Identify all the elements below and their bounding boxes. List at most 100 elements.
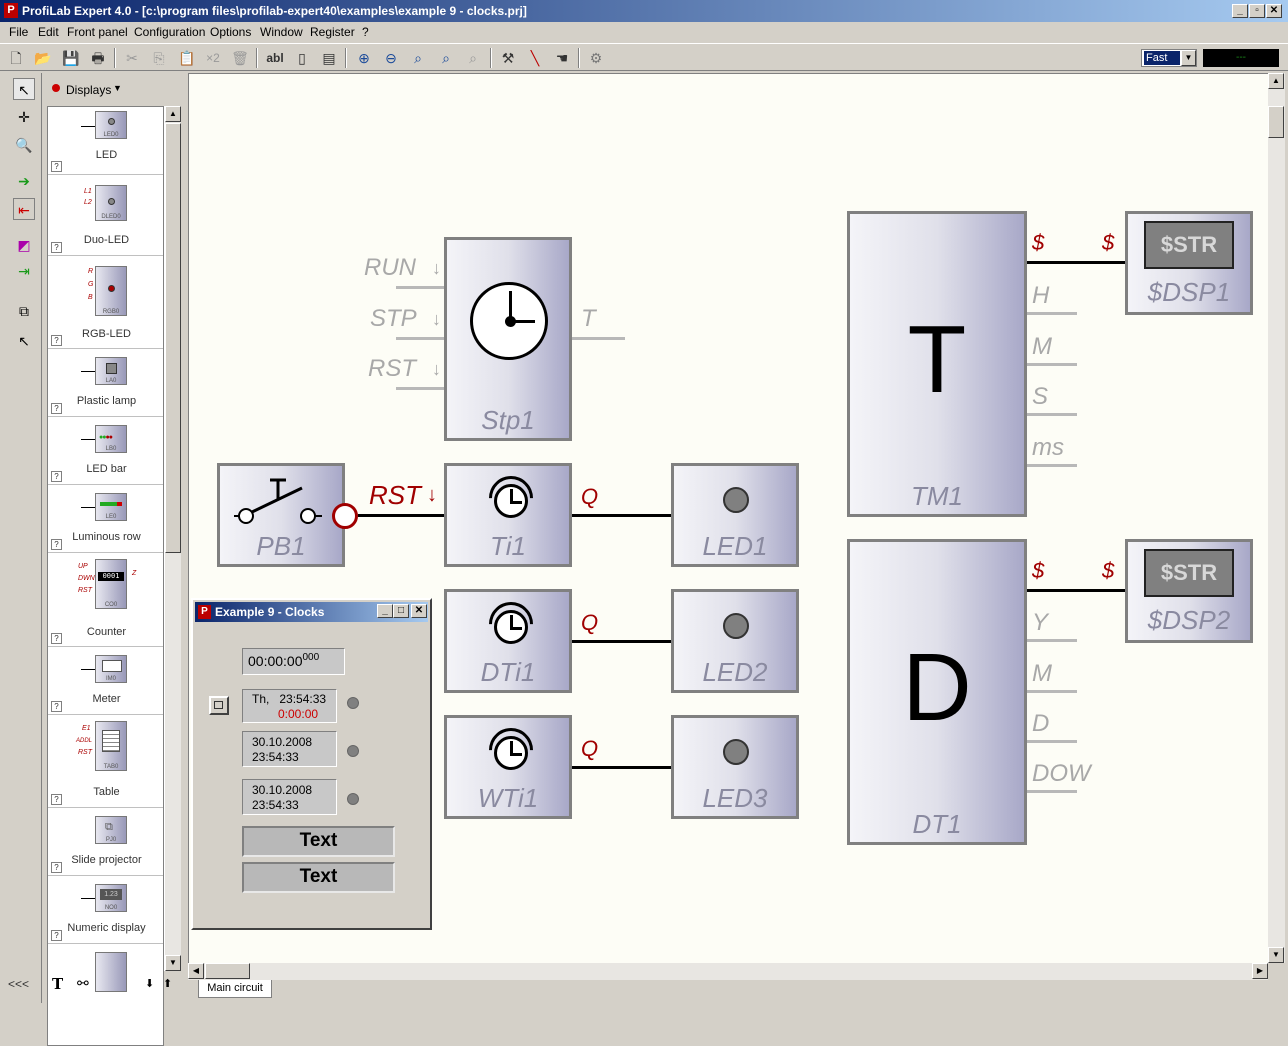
- menu-options[interactable]: Options: [210, 25, 252, 39]
- canvas-vertical-scrollbar[interactable]: ▲ ▼: [1268, 73, 1285, 963]
- zoom-fit-icon[interactable]: ⌕: [442, 50, 450, 66]
- pushbutton-pb1[interactable]: [209, 696, 229, 715]
- help-icon[interactable]: ?: [51, 161, 62, 172]
- paste-icon[interactable]: 📋: [178, 50, 196, 66]
- block-led3[interactable]: LED3: [671, 715, 799, 819]
- zoom-icon[interactable]: ⌕: [414, 50, 422, 66]
- front-panel-window[interactable]: P Example 9 - Clocks _ □ ✕ 00:00:00000 T…: [191, 598, 432, 930]
- palette-item-led-bar[interactable]: ●●●● LB0 LED bar ?: [48, 417, 163, 485]
- block-dti1[interactable]: DTi1: [444, 589, 572, 693]
- block-led2[interactable]: LED2: [671, 589, 799, 693]
- help-icon[interactable]: ?: [51, 539, 62, 550]
- tab-main-circuit[interactable]: Main circuit: [198, 980, 272, 998]
- scroll-left-icon[interactable]: ◀: [188, 963, 204, 979]
- arrow-down-icon[interactable]: ⬇: [145, 978, 155, 990]
- copy-icon[interactable]: ⎘: [153, 50, 165, 66]
- open-folder-icon[interactable]: 📂: [34, 50, 52, 66]
- block-dsp2[interactable]: $STR $DSP2: [1125, 539, 1253, 643]
- palette-item-numeric-display[interactable]: 1.23 NO0 Numeric display ?: [48, 876, 163, 944]
- text-tool-icon[interactable]: T: [52, 975, 64, 993]
- window-tool-icon[interactable]: ⧉: [19, 303, 29, 319]
- chevron-down-icon[interactable]: ▼: [1181, 50, 1196, 66]
- palette-item-partial[interactable]: [48, 944, 163, 1004]
- gear-icon[interactable]: ⚙: [589, 50, 603, 66]
- grid-icon[interactable]: ▯: [298, 50, 306, 66]
- maximize-button[interactable]: □: [393, 604, 409, 618]
- list-icon[interactable]: ▤: [322, 50, 336, 66]
- menu-help[interactable]: ?: [362, 25, 369, 39]
- minimize-button[interactable]: _: [1232, 4, 1248, 18]
- menu-file[interactable]: File: [9, 25, 29, 39]
- block-tm1[interactable]: T TM1: [847, 211, 1027, 517]
- palette-item-duo-led[interactable]: L1 L2 DLED0 Duo-LED ?: [48, 175, 163, 256]
- help-icon[interactable]: ?: [51, 633, 62, 644]
- build-icon[interactable]: ⚒: [501, 50, 515, 66]
- menu-register[interactable]: Register: [310, 25, 355, 39]
- print-icon[interactable]: 🖶: [91, 50, 105, 66]
- zoom-in-icon[interactable]: ⊕: [358, 50, 370, 66]
- stop-icon[interactable]: ⇤: [13, 198, 35, 220]
- block-pb1[interactable]: PB1: [217, 463, 345, 567]
- arrow-up-icon[interactable]: ⬆: [163, 978, 173, 990]
- junction-icon[interactable]: ✛: [18, 109, 30, 125]
- menu-configuration[interactable]: Configuration: [134, 25, 206, 39]
- cut-icon[interactable]: ✂: [126, 50, 138, 66]
- duplicate-icon[interactable]: ×2: [206, 51, 220, 65]
- help-icon[interactable]: ?: [51, 242, 62, 253]
- menu-front-panel[interactable]: Front panel: [67, 25, 128, 39]
- run-arrow-icon[interactable]: ➔: [18, 173, 30, 189]
- palette-item-luminous-row[interactable]: LE0 Luminous row ?: [48, 485, 163, 553]
- help-icon[interactable]: ?: [51, 794, 62, 805]
- binoculars-icon[interactable]: ⚯: [77, 975, 89, 991]
- context-help-icon[interactable]: ↖: [18, 333, 30, 349]
- palette-header[interactable]: Displays ▼: [46, 77, 182, 103]
- scroll-right-icon[interactable]: ▶: [1252, 963, 1268, 979]
- help-icon[interactable]: ?: [51, 701, 62, 712]
- palette-scrollbar[interactable]: ▲ ▼: [164, 106, 181, 971]
- close-button[interactable]: ✕: [1266, 4, 1282, 18]
- block-dt1[interactable]: D DT1: [847, 539, 1027, 845]
- wire-tool-icon[interactable]: ╲: [530, 50, 540, 66]
- help-icon[interactable]: ?: [51, 403, 62, 414]
- hand-icon[interactable]: ☚: [555, 50, 569, 66]
- palette-item-meter[interactable]: IM0 Meter ?: [48, 647, 163, 715]
- pointer-icon[interactable]: ↖: [13, 78, 35, 100]
- minimize-button[interactable]: _: [377, 604, 393, 618]
- help-icon[interactable]: ?: [51, 862, 62, 873]
- chevron-down-icon[interactable]: ▼: [113, 83, 122, 93]
- zoom-reset-icon[interactable]: ⌕: [469, 50, 477, 66]
- scroll-down-icon[interactable]: ▼: [165, 955, 181, 971]
- front-panel-titlebar[interactable]: P Example 9 - Clocks _ □ ✕: [195, 602, 428, 622]
- block-led1[interactable]: LED1: [671, 463, 799, 567]
- help-icon[interactable]: ?: [51, 930, 62, 941]
- scroll-thumb[interactable]: [205, 963, 250, 979]
- restore-button[interactable]: ▫: [1249, 4, 1265, 18]
- scroll-thumb[interactable]: [1268, 106, 1284, 138]
- menu-edit[interactable]: Edit: [38, 25, 59, 39]
- save-icon[interactable]: 💾: [62, 50, 80, 66]
- new-file-icon[interactable]: 🗋: [10, 50, 22, 66]
- zoom-out-icon[interactable]: ⊖: [385, 50, 397, 66]
- scroll-thumb[interactable]: [165, 123, 181, 553]
- scroll-up-icon[interactable]: ▲: [1268, 73, 1284, 89]
- scroll-down-icon[interactable]: ▼: [1268, 947, 1284, 963]
- scroll-up-icon[interactable]: ▲: [165, 106, 181, 122]
- canvas-horizontal-scrollbar[interactable]: ◀ ▶: [188, 963, 1268, 980]
- palette-item-counter[interactable]: UP DWN RST 0001 CO0 Z Counter ?: [48, 553, 163, 647]
- menu-window[interactable]: Window: [260, 25, 303, 39]
- collapse-button[interactable]: <<<: [8, 977, 30, 991]
- palette-item-rgb-led[interactable]: R G B RGB0 RGB-LED ?: [48, 256, 163, 349]
- magnifier-icon[interactable]: 🔍: [15, 137, 33, 153]
- block-stp1[interactable]: Stp1: [444, 237, 572, 441]
- palette-item-table[interactable]: E1 ADDL RST TAB0 Table ?: [48, 715, 163, 808]
- color-tool-icon[interactable]: ◩: [17, 237, 31, 253]
- palette-item-slide-projector[interactable]: ⧉ PJ0 Slide projector ?: [48, 808, 163, 876]
- help-icon[interactable]: ?: [51, 471, 62, 482]
- block-ti1[interactable]: Ti1: [444, 463, 572, 567]
- block-dsp1[interactable]: $STR $DSP1: [1125, 211, 1253, 315]
- delete-icon[interactable]: 🗑: [231, 50, 249, 66]
- palette-item-led[interactable]: LED0 LED ?: [48, 107, 163, 175]
- close-button[interactable]: ✕: [411, 604, 427, 618]
- label-tool-icon[interactable]: abl: [266, 51, 284, 65]
- block-wti1[interactable]: WTi1: [444, 715, 572, 819]
